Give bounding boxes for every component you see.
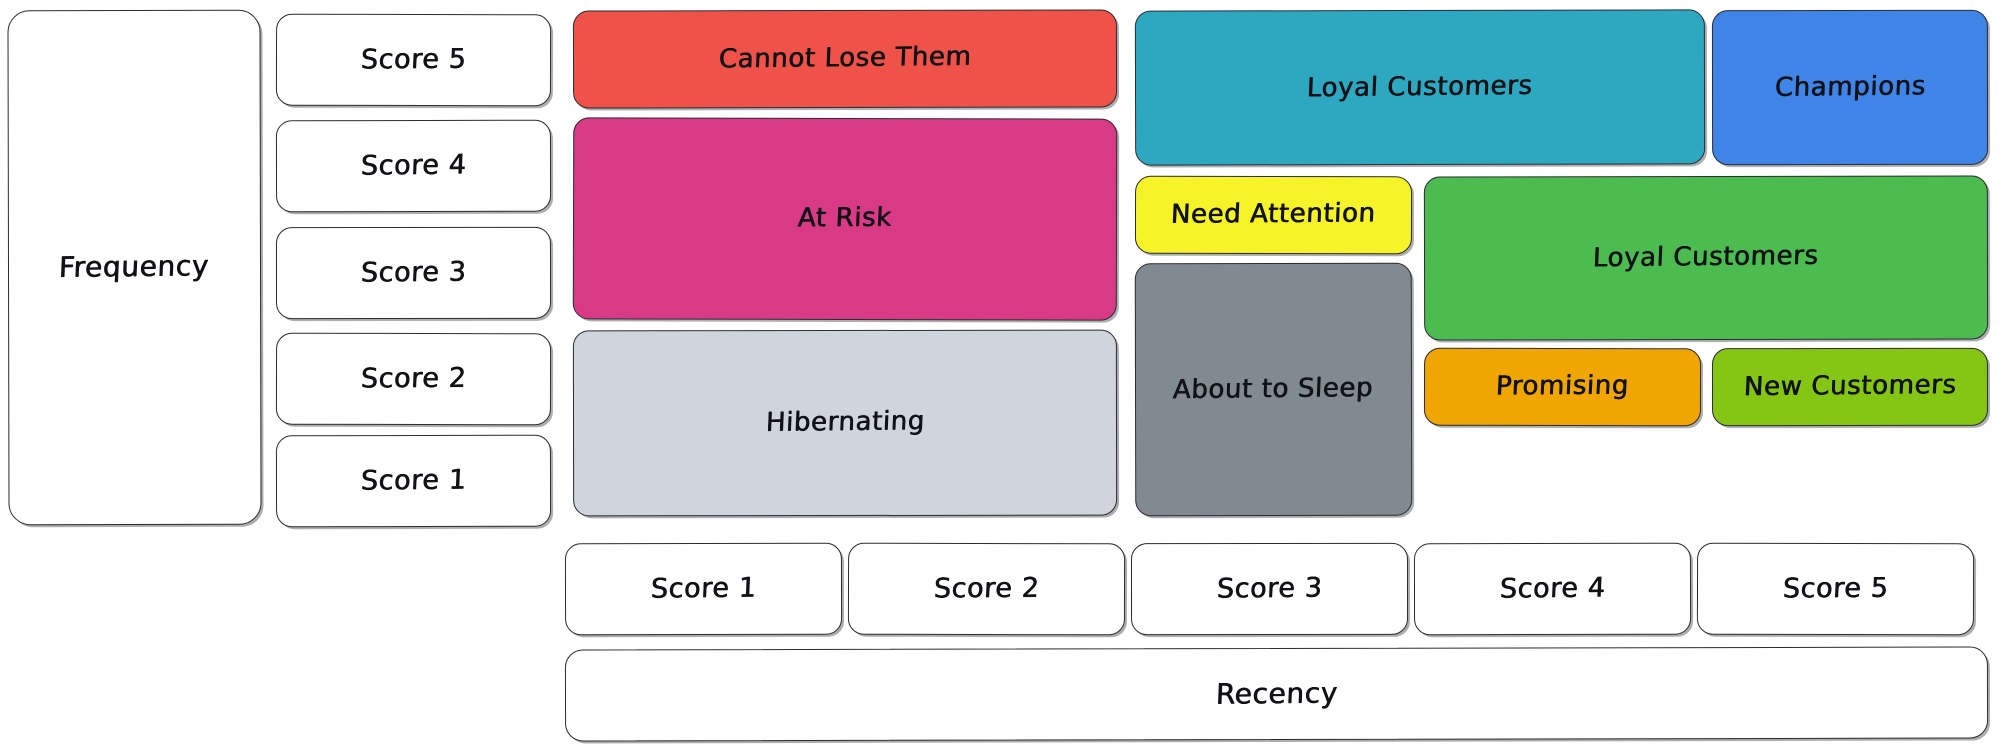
frequency-axis-label: Frequency bbox=[7, 9, 262, 526]
segment-promising-label: Promising bbox=[1495, 370, 1630, 402]
segment-cannot-lose-them-label: Cannot Lose Them bbox=[718, 41, 972, 75]
segment-about-to-sleep-label: About to Sleep bbox=[1172, 372, 1375, 405]
recency-score-5[interactable]: Score 5 bbox=[1696, 542, 1975, 636]
frequency-axis-text: Frequency bbox=[58, 249, 211, 285]
segment-champions-label: Champions bbox=[1773, 70, 1927, 103]
segment-hibernating[interactable]: Hibernating bbox=[572, 329, 1118, 517]
recency-score-2-label: Score 2 bbox=[932, 573, 1041, 605]
segment-loyal-customers-green[interactable]: Loyal Customers bbox=[1423, 175, 1989, 341]
recency-axis-label: Recency bbox=[564, 646, 1989, 742]
frequency-score-4-label: Score 4 bbox=[360, 149, 467, 183]
recency-score-4[interactable]: Score 4 bbox=[1413, 542, 1692, 636]
recency-axis-text: Recency bbox=[1214, 676, 1339, 711]
frequency-score-4[interactable]: Score 4 bbox=[275, 119, 552, 213]
recency-score-1[interactable]: Score 1 bbox=[564, 542, 843, 636]
recency-score-3[interactable]: Score 3 bbox=[1130, 542, 1409, 636]
recency-score-3-label: Score 3 bbox=[1216, 572, 1323, 606]
segment-loyal-customers-teal[interactable]: Loyal Customers bbox=[1134, 9, 1706, 166]
segment-cannot-lose-them[interactable]: Cannot Lose Them bbox=[572, 9, 1118, 109]
segment-new-customers-label: New Customers bbox=[1743, 369, 1958, 403]
recency-score-1-label: Score 1 bbox=[650, 572, 757, 606]
frequency-score-5[interactable]: Score 5 bbox=[275, 13, 552, 107]
frequency-score-5-label: Score 5 bbox=[359, 44, 468, 76]
segment-champions[interactable]: Champions bbox=[1711, 9, 1989, 166]
frequency-score-3[interactable]: Score 3 bbox=[275, 226, 552, 320]
recency-score-2[interactable]: Score 2 bbox=[847, 542, 1126, 636]
recency-score-5-label: Score 5 bbox=[1781, 573, 1890, 605]
segment-loyal-customers-green-label: Loyal Customers bbox=[1592, 240, 1820, 274]
frequency-score-1-label: Score 1 bbox=[360, 464, 467, 498]
segment-at-risk-label: At Risk bbox=[797, 202, 893, 234]
frequency-score-1[interactable]: Score 1 bbox=[275, 434, 552, 528]
recency-score-4-label: Score 4 bbox=[1499, 572, 1606, 606]
segment-need-attention[interactable]: Need Attention bbox=[1134, 175, 1413, 255]
frequency-score-3-label: Score 3 bbox=[360, 256, 467, 290]
segment-hibernating-label: Hibernating bbox=[764, 406, 926, 438]
segment-promising[interactable]: Promising bbox=[1423, 347, 1702, 427]
segment-at-risk[interactable]: At Risk bbox=[572, 117, 1118, 321]
frequency-score-2[interactable]: Score 2 bbox=[275, 332, 552, 426]
segment-need-attention-label: Need Attention bbox=[1170, 198, 1377, 230]
segment-new-customers[interactable]: New Customers bbox=[1711, 347, 1989, 427]
segment-loyal-customers-teal-label: Loyal Customers bbox=[1306, 70, 1534, 103]
frequency-score-2-label: Score 2 bbox=[359, 363, 468, 395]
segment-about-to-sleep[interactable]: About to Sleep bbox=[1134, 262, 1413, 517]
